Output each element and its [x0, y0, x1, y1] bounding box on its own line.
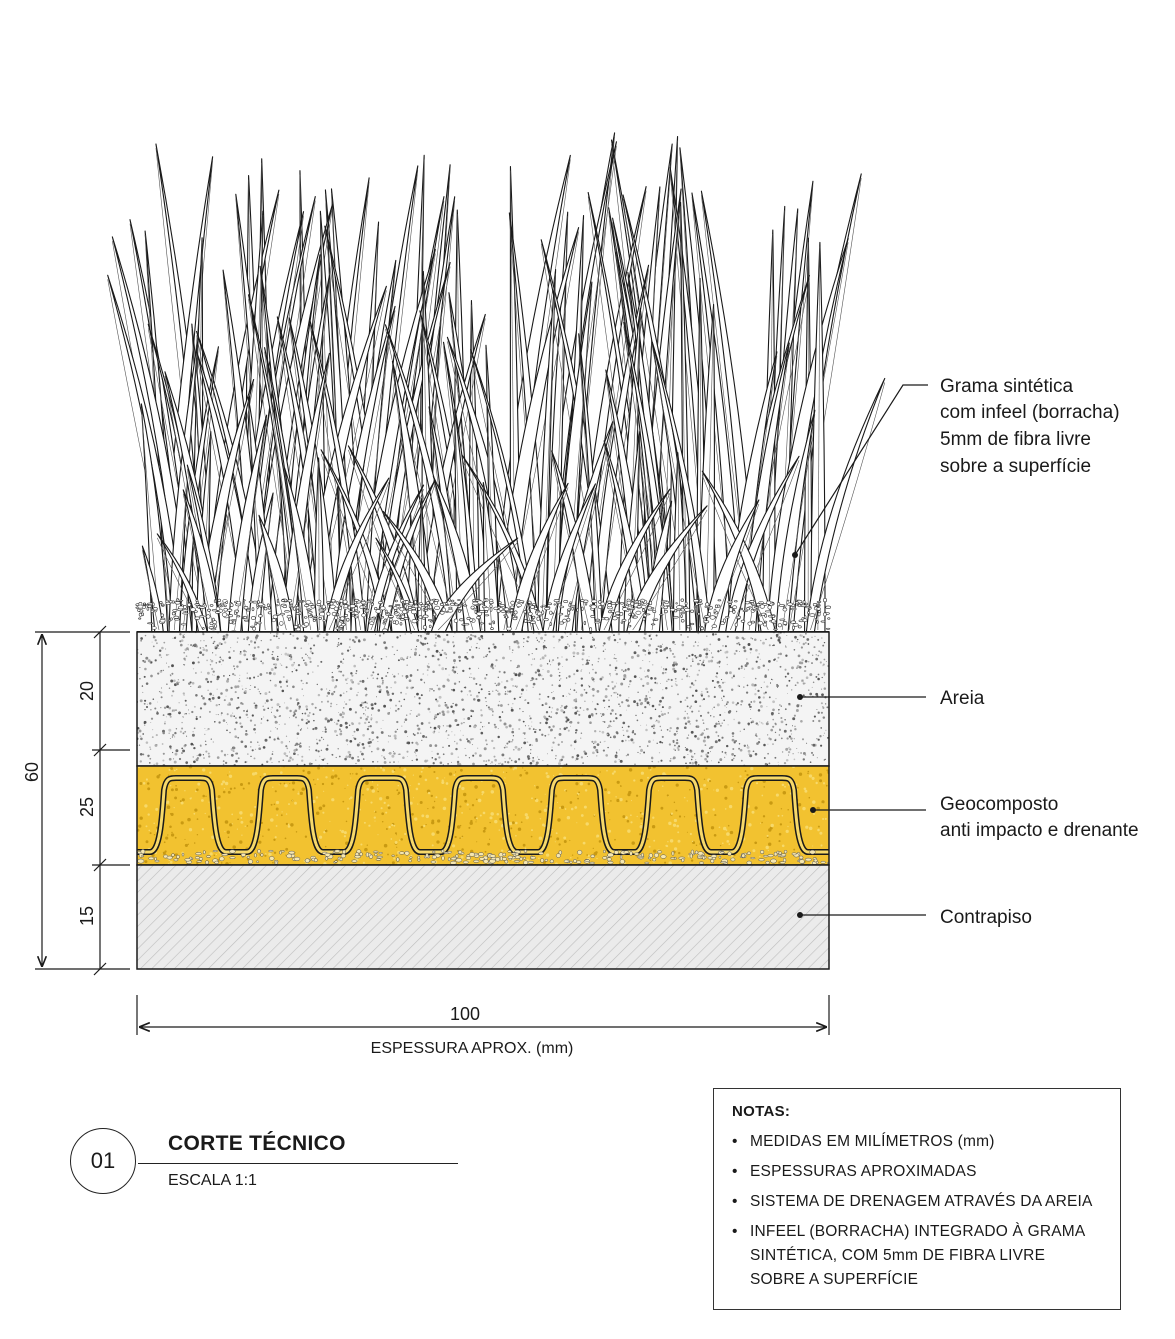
- label-grama-line1: Grama sintética: [940, 376, 1073, 397]
- dimension-total: [35, 631, 130, 970]
- note-item: SISTEMA DE DRENAGEM ATRAVÉS DA AREIA: [732, 1190, 1102, 1214]
- drawing-title: CORTE TÉCNICO: [168, 1132, 346, 1155]
- dimension-areia-value: 20: [77, 681, 97, 701]
- sand-layer: [136, 631, 830, 767]
- notes-box: NOTAS: MEDIDAS EM MILÍMETROS (mm) ESPESS…: [713, 1088, 1121, 1310]
- label-grama-line3: 5mm de fibra livre: [940, 429, 1091, 450]
- leader-geocomposto: [810, 807, 926, 813]
- drawing-scale: ESCALA 1:1: [168, 1172, 257, 1189]
- label-grama-line2: com infeel (borracha): [940, 402, 1120, 423]
- dimension-width: [136, 995, 830, 1035]
- note-item: MEDIDAS EM MILÍMETROS (mm): [732, 1130, 1102, 1154]
- dimension-total-value: 60: [22, 762, 42, 782]
- label-geocomposto-line2: anti impacto e drenante: [940, 820, 1139, 841]
- note-item: ESPESSURAS APROXIMADAS: [732, 1160, 1102, 1184]
- title-underline: [138, 1163, 458, 1164]
- label-grama-line4: sobre a superfície: [940, 456, 1091, 477]
- label-geocomposto-line1: Geocomposto: [940, 794, 1058, 815]
- leader-areia: [797, 694, 926, 700]
- grass-fibers: [107, 132, 886, 633]
- dimension-width-value: 100: [450, 1004, 480, 1024]
- contrapiso-layer: [136, 864, 830, 970]
- notes-list: MEDIDAS EM MILÍMETROS (mm) ESPESSURAS AP…: [732, 1130, 1102, 1292]
- dimension-layers: [92, 625, 130, 976]
- notes-heading: NOTAS:: [732, 1103, 791, 1120]
- drawing-number: 01: [70, 1128, 136, 1194]
- note-item: INFEEL (BORRACHA) INTEGRADO À GRAMA SINT…: [732, 1220, 1102, 1292]
- drawing-number-text: 01: [90, 1148, 116, 1173]
- leader-grama: [792, 384, 928, 558]
- leader-contrapiso: [797, 912, 926, 918]
- label-contrapiso: Contrapiso: [940, 907, 1032, 928]
- geocomposite-layer: [136, 765, 830, 866]
- dimension-width-caption: ESPESSURA APROX. (mm): [371, 1040, 574, 1057]
- dimension-geocomposto-value: 25: [77, 797, 97, 817]
- dimension-contrapiso-value: 15: [77, 906, 97, 926]
- label-areia: Areia: [940, 688, 985, 709]
